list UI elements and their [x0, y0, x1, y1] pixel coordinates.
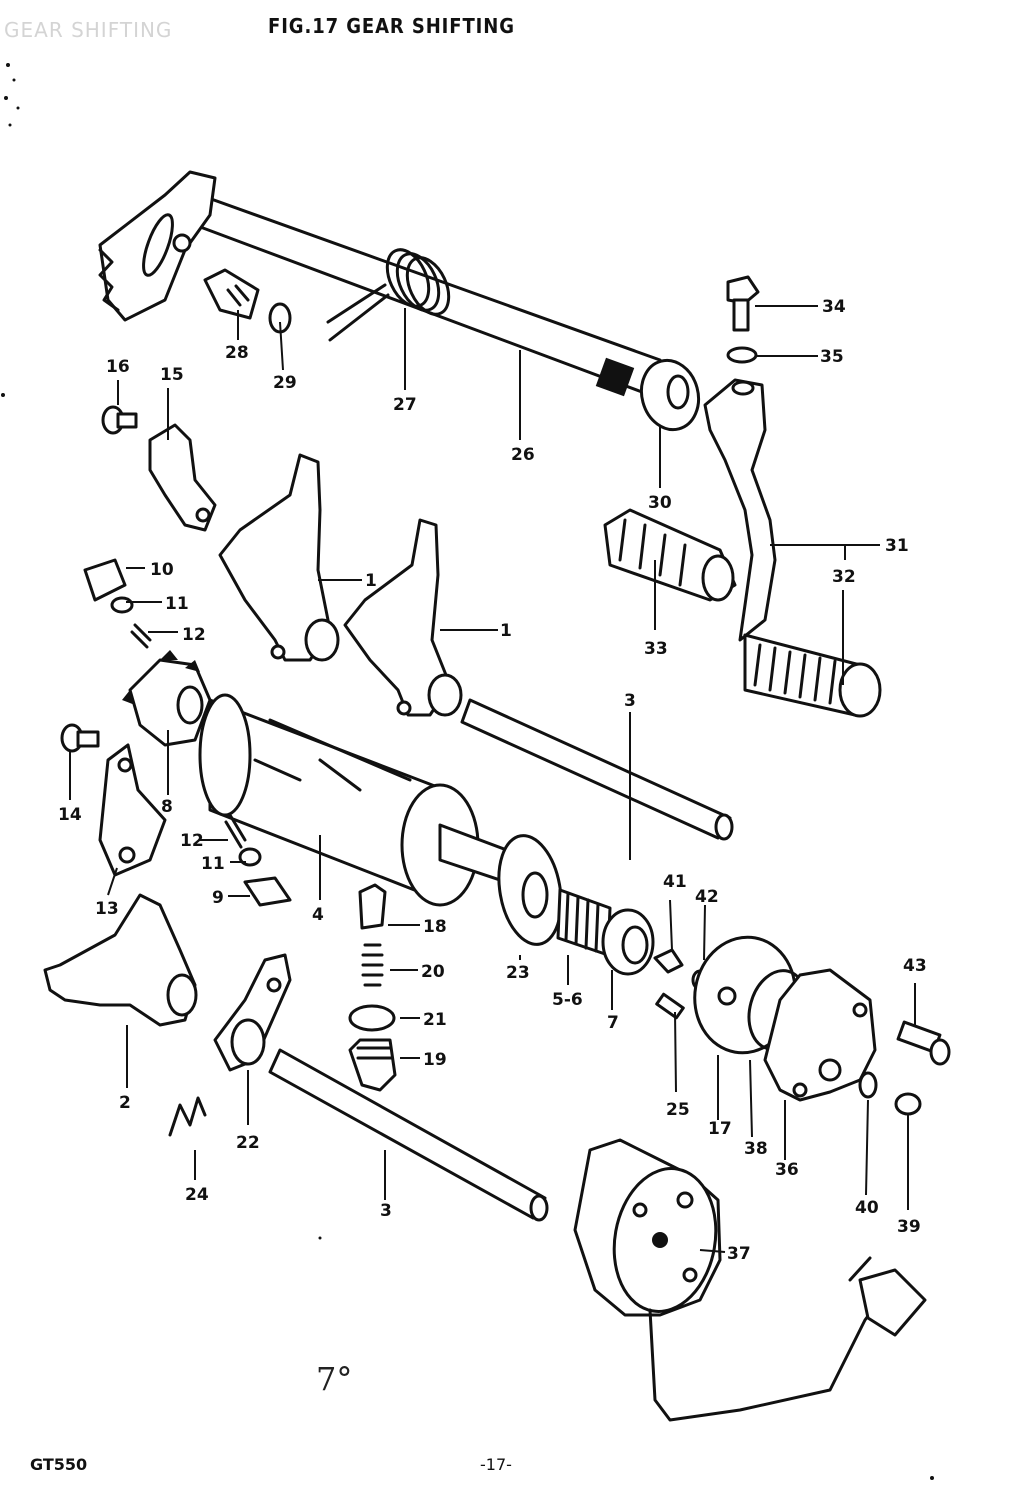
gear-shift-arm [168, 953, 292, 1137]
callout-40: 40 [855, 1198, 879, 1218]
oil-seal [639, 358, 701, 432]
shift-fork-middle [343, 518, 463, 717]
shift-lever-rubber [743, 633, 882, 718]
cam-guide [122, 650, 212, 747]
callout-3a: 3 [624, 691, 636, 711]
model-code: GT550 [30, 1455, 88, 1474]
callout-23: 23 [506, 963, 530, 983]
callout-3b: 3 [380, 1201, 392, 1221]
callout-26: 26 [511, 445, 535, 465]
callout-29: 29 [273, 373, 297, 393]
callout-1b: 1 [500, 621, 512, 641]
callout-5-6: 5-6 [552, 990, 583, 1010]
callout-39: 39 [897, 1217, 921, 1237]
adjuster-bolt [203, 268, 292, 334]
gear-shift-lever [703, 378, 777, 642]
lever-bolt [726, 275, 760, 364]
callout-4: 4 [312, 905, 324, 925]
faded-header-title: GEAR SHIFTING [4, 18, 173, 42]
callout-25: 25 [666, 1100, 690, 1120]
callout-31: 31 [885, 536, 909, 556]
callout-33: 33 [644, 639, 668, 659]
callout-labels: 1 1 2 3 3 4 5-6 7 8 9 10 11 11 12 12 13 … [58, 297, 927, 1264]
callout-15: 15 [160, 365, 184, 385]
callout-12a: 12 [182, 625, 206, 645]
gear-position-cover [693, 935, 877, 1102]
callout-27: 27 [393, 395, 417, 415]
callout-18: 18 [423, 917, 447, 937]
callout-34: 34 [822, 297, 846, 317]
guide-plate [98, 743, 167, 877]
callout-14: 14 [58, 805, 82, 825]
callout-11b: 11 [201, 854, 225, 874]
return-spring [326, 248, 451, 342]
callout-20: 20 [421, 962, 445, 982]
callout-12b: 12 [180, 831, 204, 851]
callout-2: 2 [119, 1093, 131, 1113]
callout-37: 37 [727, 1244, 751, 1264]
callout-32: 32 [832, 567, 856, 587]
callout-43: 43 [903, 956, 927, 976]
scan-noise [1, 63, 934, 1480]
figure-title: FIG.17 GEAR SHIFTING [268, 14, 515, 38]
callout-41: 41 [663, 872, 687, 892]
callout-36: 36 [775, 1160, 799, 1180]
callout-7: 7 [607, 1013, 619, 1033]
gear-shift-cam [198, 693, 522, 907]
fork-shaft-upper [460, 698, 734, 841]
callout-11a: 11 [165, 594, 189, 614]
callout-21: 21 [423, 1010, 447, 1030]
callout-35: 35 [820, 347, 844, 367]
callout-38: 38 [744, 1139, 768, 1159]
shift-fork-lower [43, 893, 198, 1027]
neutral-stopper [348, 883, 397, 1092]
fork-shaft-lower [268, 1048, 549, 1222]
screw [60, 405, 138, 753]
callout-28: 28 [225, 343, 249, 363]
pawl-parts [83, 558, 292, 907]
callout-30: 30 [648, 493, 672, 513]
gear-position-switch [573, 1138, 927, 1422]
callout-22: 22 [236, 1133, 260, 1153]
callout-1a: 1 [365, 571, 377, 591]
pawl-lifter [148, 423, 217, 532]
callout-13: 13 [95, 899, 119, 919]
page-number: -17- [480, 1455, 512, 1474]
small-screws [653, 948, 922, 1116]
cover-bolt [858, 1020, 951, 1099]
thrust-washer [601, 908, 655, 976]
callout-16: 16 [106, 357, 130, 377]
callout-17: 17 [708, 1119, 732, 1139]
gear-shift-shaft [98, 170, 662, 397]
stopper-plate [497, 834, 563, 946]
callout-10: 10 [150, 560, 174, 580]
callout-42: 42 [695, 887, 719, 907]
shift-fork-upper [218, 453, 340, 662]
leader-lines [69, 305, 916, 1253]
spare-lever-rubber [603, 508, 737, 602]
callout-24: 24 [185, 1185, 209, 1205]
callout-9: 9 [212, 888, 224, 908]
callout-8: 8 [161, 797, 173, 817]
callout-19: 19 [423, 1050, 447, 1070]
handwritten-note: 7° [316, 1360, 353, 1398]
